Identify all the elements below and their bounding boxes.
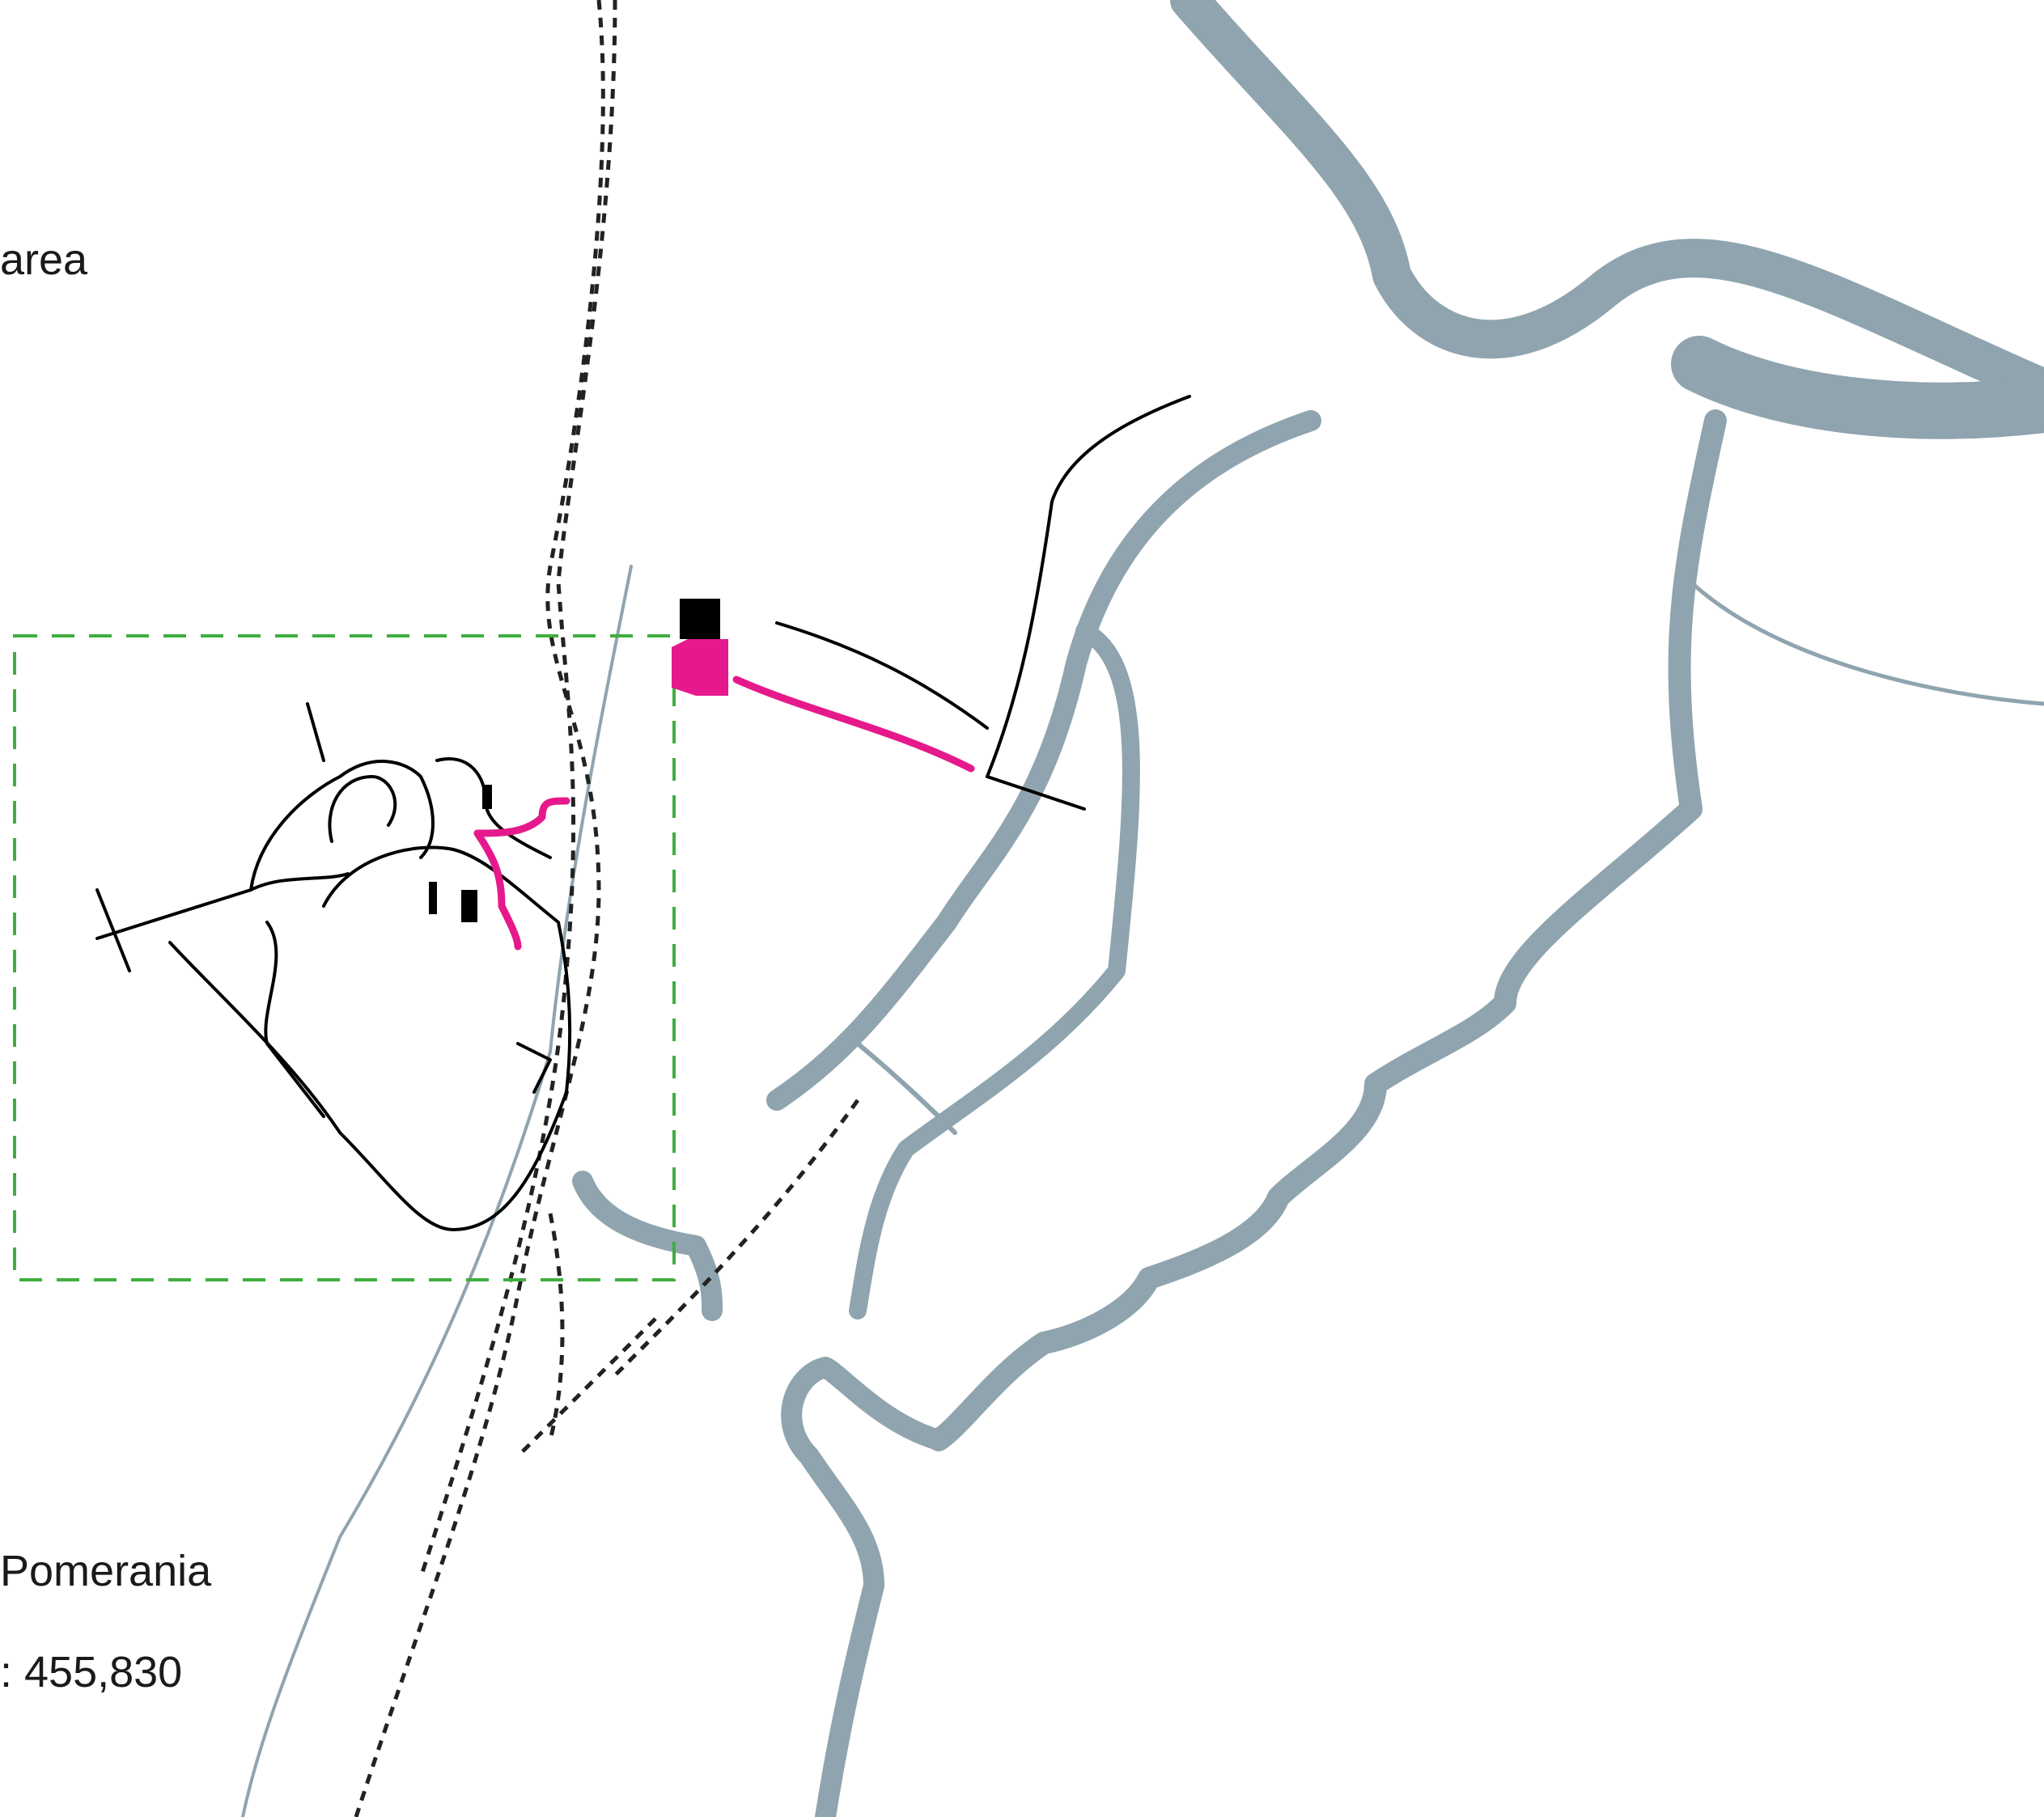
railway-branch-east	[613, 1099, 860, 1377]
canal-central	[766, 410, 1321, 1111]
road-west-spur	[306, 702, 325, 762]
highlight-corridor-main	[732, 676, 975, 773]
river-south	[781, 1357, 949, 1817]
road-northwest	[95, 872, 350, 940]
river-winding	[927, 409, 1727, 1451]
highlight-corridor-central	[672, 639, 975, 773]
block-1	[482, 785, 492, 809]
study-area-frame	[13, 634, 676, 1281]
road-loop-inner	[328, 775, 397, 843]
district-boundary-road	[168, 845, 572, 1231]
block-2	[429, 882, 437, 914]
label-area: area	[0, 235, 88, 284]
channel-east-thin	[1689, 580, 2044, 706]
highlight-area	[672, 639, 728, 696]
river-west-thin	[241, 565, 633, 1817]
corridor-block-1	[680, 599, 720, 639]
main-river-east-branch	[1671, 336, 2044, 439]
built-corridor-central	[680, 395, 1191, 811]
railway-second	[418, 0, 617, 1578]
corridor-river-edge	[986, 395, 1191, 778]
road-inner-cross	[264, 921, 325, 1118]
railway-main	[354, 0, 605, 1817]
canal-east	[849, 622, 1140, 1319]
built-blocks-district	[429, 785, 492, 922]
block-3	[461, 890, 477, 922]
corridor-east-road	[986, 775, 1086, 811]
highlight-route-district	[473, 797, 570, 951]
railway-branch-se	[516, 1317, 657, 1458]
road-loop-north	[249, 760, 435, 892]
label-region: Pomerania	[0, 1547, 212, 1595]
road-bottom-stub	[516, 1042, 552, 1094]
highlight-route-b	[473, 797, 570, 837]
water-network	[241, 0, 2044, 1817]
road-west-stub	[95, 888, 131, 972]
road-east-loop	[435, 757, 552, 859]
road-network-district	[95, 702, 572, 1231]
railway-lines	[354, 0, 860, 1817]
railway-branch-s	[548, 1213, 565, 1441]
main-river-north	[1170, 0, 2044, 408]
highlight-route-a	[473, 829, 522, 951]
channel-inner	[855, 1041, 957, 1135]
label-population: : 455,830	[0, 1648, 183, 1696]
corridor-road-main	[775, 621, 989, 730]
channel-bottom-left	[572, 1171, 723, 1321]
